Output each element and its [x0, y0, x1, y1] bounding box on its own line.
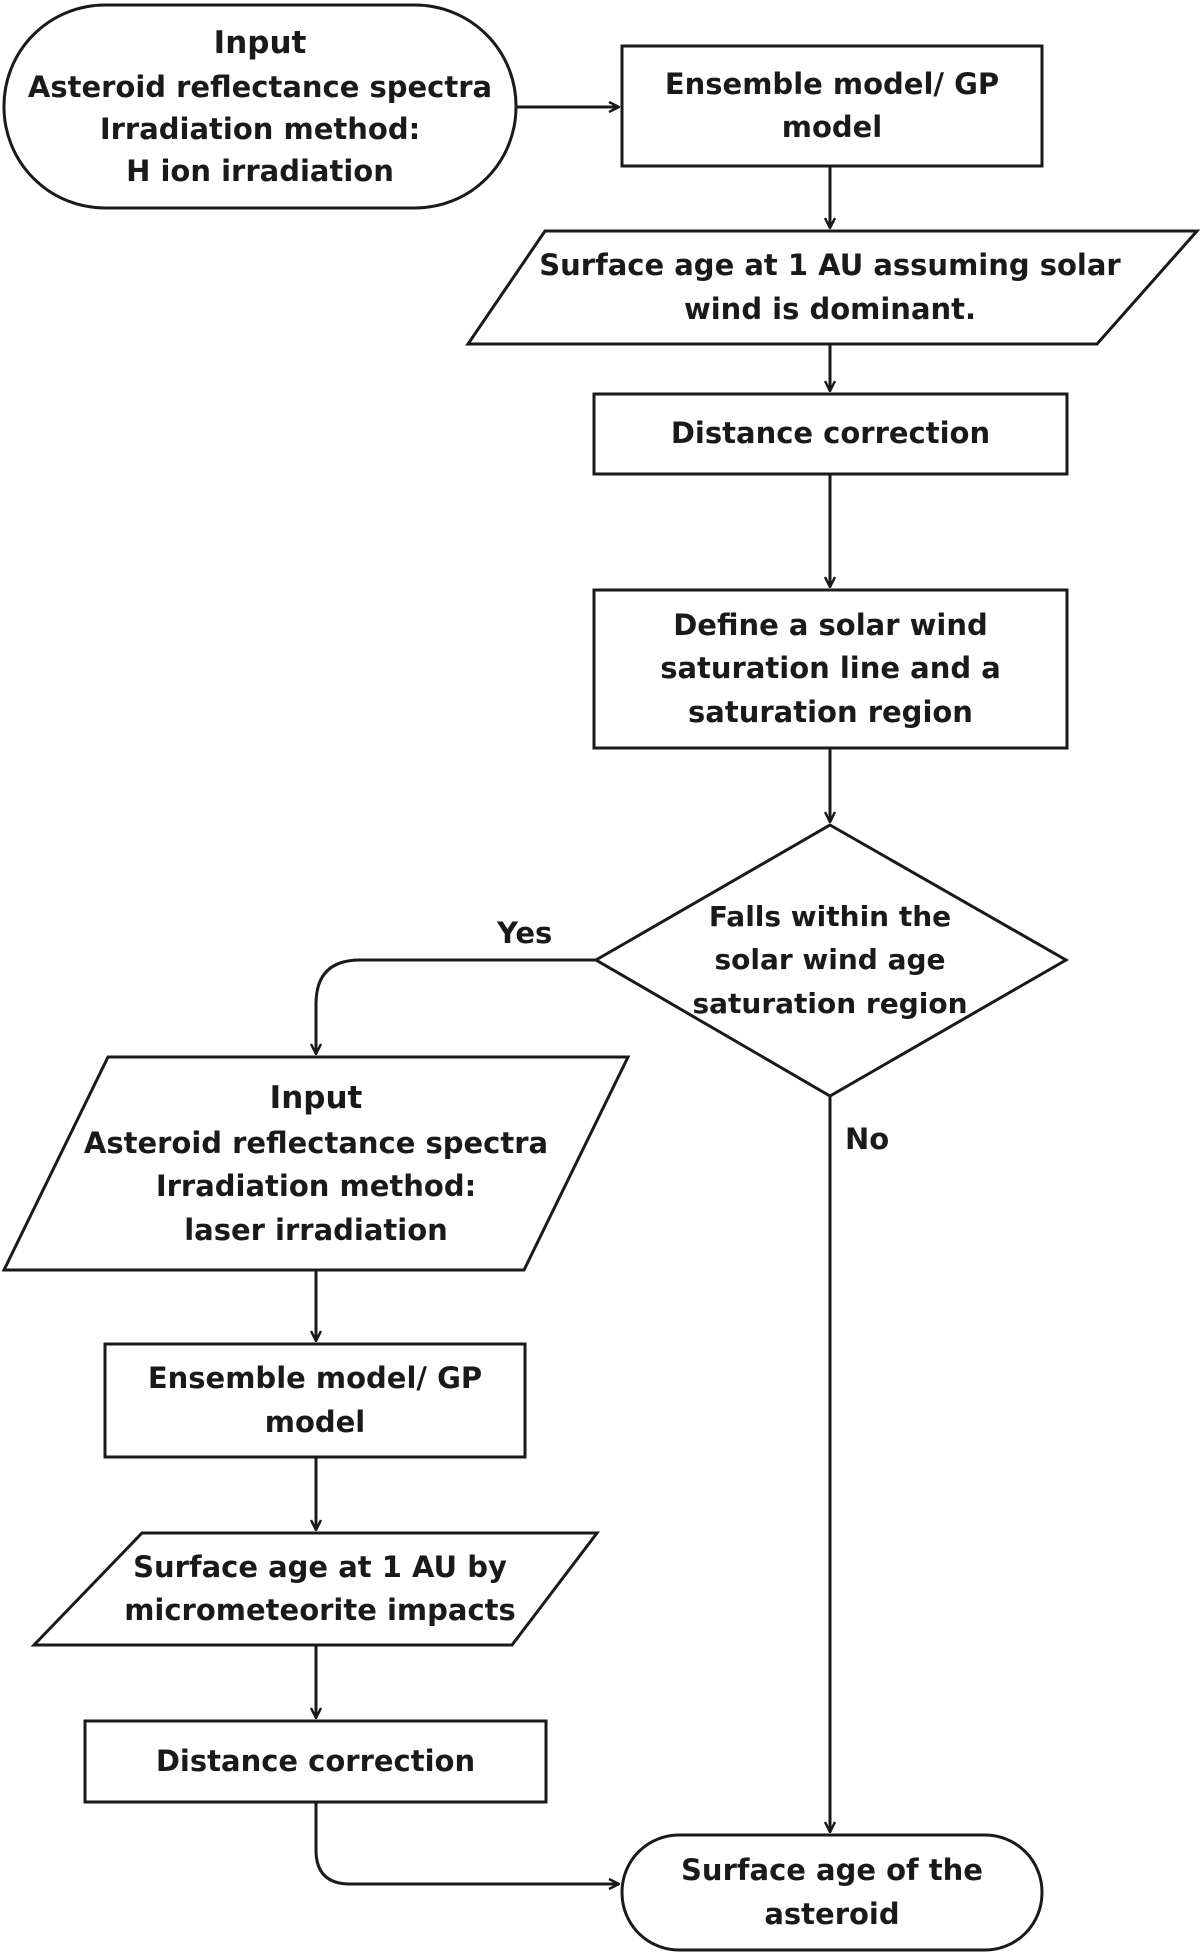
input-h-line-2: Asteroid reflectance spectra — [27, 69, 493, 104]
surface-age-solar-wind-parallelogram — [465, 229, 1200, 346]
decision-line-3: saturation region — [692, 986, 968, 1020]
input-h-line-1: Input — [213, 24, 307, 61]
define-sat-line-1: Define a solar wind — [673, 607, 988, 642]
surface-sw-line-1: Surface age at 1 AU assuming solar — [539, 248, 1121, 282]
surface-age-micrometeorite-parallelogram — [30, 1531, 601, 1647]
define-sat-text: Define a solar wind saturation line and … — [594, 590, 1067, 748]
model-1-line-1: Ensemble model/ GP — [664, 66, 1000, 101]
input-laser-line-2: Asteroid reflectance spectra — [83, 1125, 549, 1160]
input-laser-line-1: Input — [269, 1080, 363, 1116]
final-text: Surface age of the asteroid — [622, 1835, 1042, 1950]
distance-correction-box-1 — [592, 392, 1069, 476]
surface-sw-text: Surface age at 1 AU assuming solar wind … — [520, 231, 1140, 344]
final-line-2: asteroid — [764, 1896, 900, 1931]
define-saturation-box — [592, 588, 1069, 750]
model-2-text: Ensemble model/ GP model — [105, 1344, 525, 1457]
decision-text: Falls within the solar wind age saturati… — [660, 900, 1000, 1020]
define-sat-line-2: saturation line and a — [660, 651, 1001, 686]
distance-1-text: Distance correction — [594, 394, 1067, 474]
distance-2-line-1: Distance correction — [155, 1743, 476, 1778]
yes-label: Yes — [497, 916, 553, 950]
input-laser-parallelogram — [1, 1055, 631, 1272]
model-1-text: Ensemble model/ GP model — [622, 46, 1042, 166]
final-line-1: Surface age of the — [681, 1853, 983, 1887]
decision-line-1: Falls within the — [708, 899, 952, 933]
input-h-line-3: Irradiation method: — [99, 111, 421, 146]
input-h-line-4: H ion irradiation — [126, 153, 394, 188]
distance-1-line-1: Distance correction — [670, 416, 991, 451]
final-surface-age-terminal — [620, 1833, 1044, 1952]
model-1-line-2: model — [781, 110, 883, 144]
input-laser-line-3: Irradiation method: — [155, 1169, 477, 1203]
no-label: No — [845, 1122, 890, 1156]
connector-decision-yes — [316, 958, 596, 1054]
model-2-line-2: model — [264, 1404, 366, 1439]
define-sat-line-3: saturation region — [688, 694, 973, 729]
model-box-2 — [103, 1342, 527, 1459]
input-laser-text: Input Asteroid reflectance spectra Irrad… — [80, 1060, 552, 1267]
model-2-line-1: Ensemble model/ GP — [147, 1361, 483, 1395]
decision-line-2: solar wind age — [714, 943, 946, 977]
input-laser-line-4: laser irradiation — [184, 1212, 448, 1247]
surface-sw-line-2: wind is dominant. — [683, 291, 977, 326]
surface-mm-line-1: Surface age at 1 AU by — [133, 1549, 507, 1584]
surface-mm-text: Surface age at 1 AU by micrometeorite im… — [80, 1533, 560, 1645]
surface-mm-line-2: micrometeorite impacts — [124, 1593, 516, 1627]
model-box-1 — [620, 44, 1044, 168]
input-h-ion-text: Input Asteroid reflectance spectra Irrad… — [20, 5, 500, 208]
connector-distance-to-final — [314, 1802, 619, 1884]
distance-correction-box-2 — [83, 1719, 548, 1804]
distance-2-text: Distance correction — [85, 1721, 546, 1802]
